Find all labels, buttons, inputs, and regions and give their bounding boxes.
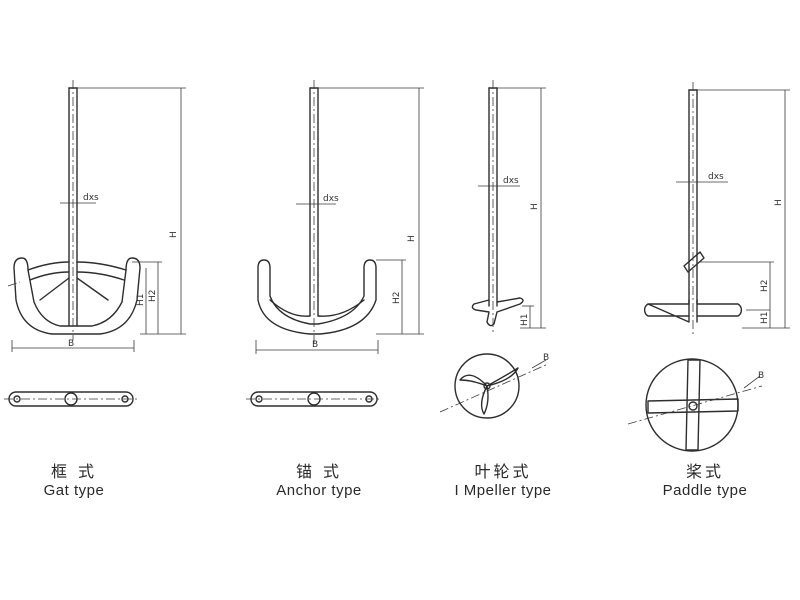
gate-h2-label: H2 [148, 290, 158, 303]
caption-paddle: 桨式 Paddle type [625, 462, 785, 500]
gate-agitator: dxs H H2 H1 B [4, 80, 186, 407]
caption-anchor: 锚 式 Anchor type [239, 462, 399, 500]
paddle-h2-label: H2 [760, 280, 770, 293]
paddle-d-label: dxs [708, 172, 724, 182]
gate-b-label: B [68, 339, 74, 349]
paddle-h-label: H [774, 199, 784, 206]
paddle-b-label: B [758, 371, 764, 381]
anchor-b-label: B [312, 340, 318, 350]
caption-anchor-zh: 锚 式 [295, 462, 343, 481]
impeller-h1-label: H1 [520, 314, 530, 327]
anchor-h2-label: H2 [392, 292, 402, 305]
impeller-h-label: H [530, 203, 540, 210]
caption-paddle-en: Paddle type [662, 482, 748, 499]
anchor-h-label: H [407, 235, 417, 242]
paddle-h1-label: H1 [760, 312, 770, 325]
gate-h-label: H [169, 231, 179, 238]
impeller-b-label: B [543, 353, 549, 363]
impeller-agitator: dxs H H1 B [439, 80, 549, 419]
caption-gate-zh: 框 式 [50, 462, 98, 481]
impeller-d-label: dxs [503, 176, 519, 186]
caption-impeller: 叶轮式 I Mpeller type [423, 462, 583, 500]
caption-paddle-zh: 桨式 [685, 462, 724, 481]
caption-gate-en: Gat type [43, 482, 105, 499]
caption-impeller-zh: 叶轮式 [474, 462, 532, 481]
gate-d-label: dxs [83, 193, 99, 203]
gate-h1-label: H1 [136, 294, 146, 307]
anchor-agitator: dxs H H2 B [246, 80, 424, 407]
paddle-agitator: dxs H H2 H1 B [627, 82, 790, 452]
anchor-d-label: dxs [323, 194, 339, 204]
caption-anchor-en: Anchor type [276, 482, 362, 499]
caption-impeller-en: I Mpeller type [454, 482, 552, 499]
caption-gate: 框 式 Gat type [0, 462, 154, 500]
